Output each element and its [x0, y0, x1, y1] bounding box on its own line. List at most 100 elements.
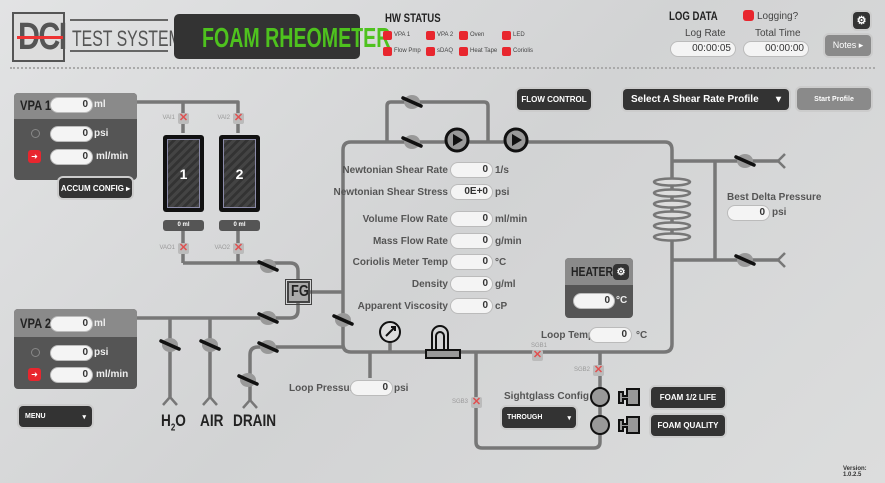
- ball-valve-icon[interactable]: [237, 373, 259, 387]
- reading-unit: °C: [495, 257, 507, 268]
- status-led-label: sDAQ: [437, 48, 454, 54]
- vpa1-rate-unit: ml/min: [96, 151, 129, 162]
- drain-label: DRAIN: [233, 411, 277, 430]
- heaters-setpoint[interactable]: 0: [573, 293, 615, 309]
- valve-label: VAO2: [214, 245, 230, 251]
- vpa1-rate[interactable]: 0: [50, 149, 93, 165]
- app-title: FOAM RHEOMETER: [174, 14, 390, 59]
- vpa2-volume[interactable]: 0: [50, 316, 93, 332]
- accumulator-volume: 0 ml: [219, 220, 260, 231]
- camera-icon: [590, 415, 640, 435]
- vpa1-volume[interactable]: 0: [50, 97, 93, 113]
- reading-label: Volume Flow Rate: [362, 214, 448, 225]
- reading-value: 0: [450, 162, 493, 178]
- ball-valve-icon[interactable]: [401, 135, 423, 149]
- menu-button[interactable]: MENU▾: [19, 406, 92, 427]
- reading-label: Apparent Viscosity: [357, 301, 448, 312]
- notes-button[interactable]: Notes ▸: [825, 35, 871, 56]
- best-delta-label: Best Delta Pressure: [727, 192, 822, 203]
- heaters-settings-button[interactable]: ⚙: [613, 264, 629, 280]
- vpa2-run-toggle[interactable]: ➜: [28, 368, 41, 381]
- chevron-down-icon: ▾: [82, 413, 86, 421]
- version-label: Version: 1.0.2.5: [843, 466, 867, 478]
- valve-sgb1[interactable]: ✕: [532, 349, 543, 361]
- vpa2-title: VPA 2: [20, 315, 52, 331]
- status-led-label: LED: [513, 32, 525, 38]
- vpa2-pressure[interactable]: 0: [50, 345, 93, 361]
- reading-value: 0: [450, 298, 493, 314]
- logging-toggle[interactable]: [743, 10, 754, 21]
- settings-button[interactable]: ⚙: [853, 12, 870, 29]
- gear-icon: ⚙: [616, 266, 626, 278]
- vpa1-title: VPA 1: [20, 97, 52, 113]
- start-profile-button[interactable]: Start Profile: [797, 88, 871, 110]
- loop-pressure-unit: psi: [394, 383, 409, 394]
- heaters-unit: °C: [616, 295, 628, 306]
- vpa2-volume-unit: ml: [94, 318, 106, 329]
- valve-label: SGB1: [531, 343, 548, 349]
- log-rate-input[interactable]: 00:00:05: [670, 41, 736, 57]
- sightglass-select[interactable]: THROUGH▾: [502, 407, 576, 428]
- ball-valve-icon[interactable]: [159, 338, 181, 352]
- total-time-field: 00:00:00: [743, 41, 809, 57]
- accum-config-button[interactable]: ACCUM CONFIG ▸: [59, 178, 132, 198]
- heaters-title: HEATERS: [571, 264, 620, 279]
- ball-valve-icon[interactable]: [199, 338, 221, 352]
- shear-profile-select[interactable]: Select A Shear Rate Profile▾: [623, 89, 789, 110]
- gear-icon: ⚙: [856, 15, 867, 27]
- status-led: [502, 31, 511, 40]
- valve-vai1[interactable]: ✕: [178, 112, 189, 124]
- status-led-label: Heat Tape: [470, 48, 498, 54]
- valve-sgb2[interactable]: ✕: [593, 364, 604, 376]
- status-led-label: VPA 2: [437, 32, 454, 38]
- foam-half-life-button[interactable]: FOAM 1/2 LIFE: [651, 387, 725, 408]
- flow-control-button[interactable]: FLOW CONTROL: [517, 89, 591, 110]
- ball-valve-icon[interactable]: [257, 340, 279, 354]
- ball-valve-icon[interactable]: [734, 154, 756, 168]
- status-led: [383, 47, 392, 56]
- vpa1-volume-unit: ml: [94, 99, 106, 110]
- vpa1-pressure[interactable]: 0: [50, 126, 93, 142]
- vpa1-run-toggle[interactable]: ➜: [28, 150, 41, 163]
- ball-valve-icon[interactable]: [332, 313, 354, 327]
- status-led-label: VPA 1: [394, 32, 411, 38]
- accumulator-1[interactable]: 1: [163, 135, 204, 212]
- log-data-title: LOG DATA: [669, 9, 718, 23]
- reading-value: 0: [450, 233, 493, 249]
- loop-temp-label: Loop Temp: [541, 330, 595, 341]
- loop-pressure-label: Loop Pressure: [289, 383, 360, 394]
- ball-valve-icon[interactable]: [257, 311, 279, 325]
- reading-unit: 1/s: [495, 165, 509, 176]
- status-led-label: Flow Pmp: [394, 48, 421, 54]
- accumulator-2[interactable]: 2: [219, 135, 260, 212]
- status-led: [426, 31, 435, 40]
- loop-temp-unit: °C: [636, 330, 648, 341]
- valve-label: VAI1: [162, 115, 175, 121]
- vpa1-pressure-unit: psi: [94, 128, 109, 139]
- reading-value: 0: [450, 211, 493, 227]
- status-led-label: Coriolis: [513, 48, 534, 54]
- ball-valve-icon[interactable]: [734, 253, 756, 267]
- reading-value: 0: [450, 254, 493, 270]
- chevron-down-icon: ▾: [775, 94, 781, 105]
- loop-temp-field: 0: [589, 327, 632, 343]
- gauge-icon: [31, 348, 40, 357]
- pump-icon: [444, 127, 470, 153]
- valve-sgb3[interactable]: ✕: [471, 396, 482, 408]
- vpa2-rate[interactable]: 0: [50, 367, 93, 383]
- reading-unit: g/ml: [495, 279, 516, 290]
- log-rate-label: Log Rate: [685, 28, 726, 39]
- reading-label: Coriolis Meter Temp: [352, 257, 448, 268]
- ball-valve-icon[interactable]: [401, 95, 423, 109]
- ball-valve-icon[interactable]: [257, 259, 279, 273]
- chevron-down-icon: ▾: [567, 414, 571, 422]
- valve-vao2[interactable]: ✕: [233, 242, 244, 254]
- valve-label: SGB3: [451, 399, 468, 405]
- best-delta-unit: psi: [772, 207, 787, 218]
- valve-vao1[interactable]: ✕: [178, 242, 189, 254]
- foam-quality-button[interactable]: FOAM QUALITY: [651, 415, 725, 436]
- loop-pressure-field: 0: [350, 380, 393, 396]
- reading-label: Newtonian Shear Stress: [333, 187, 448, 198]
- valve-vai2[interactable]: ✕: [233, 112, 244, 124]
